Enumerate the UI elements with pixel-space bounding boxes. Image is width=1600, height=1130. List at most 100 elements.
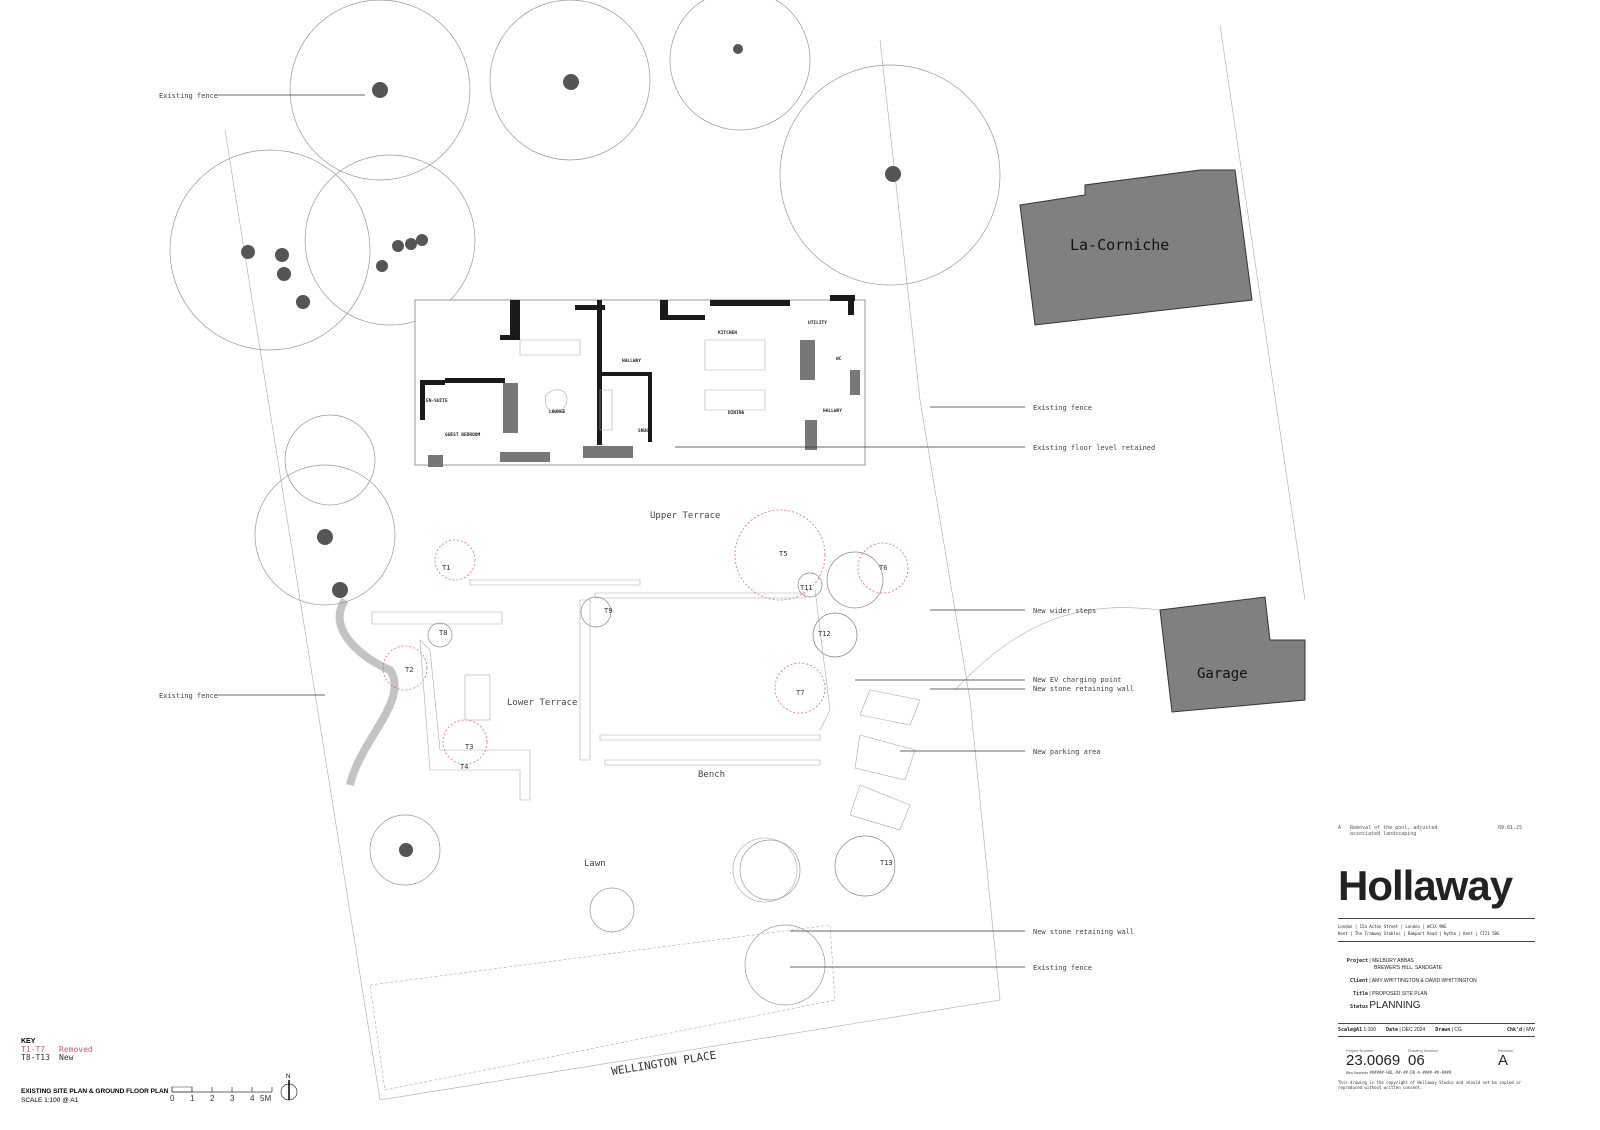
annotation-right: Existing fence xyxy=(1033,964,1092,972)
annotation-left: Existing fence xyxy=(159,92,218,100)
neighbour-label: La-Corniche xyxy=(1070,236,1169,254)
annotation-right: New EV charging point xyxy=(1033,676,1122,684)
title-block-drawn: CG xyxy=(1454,1027,1462,1033)
trees-10: T12 xyxy=(818,630,831,638)
title-block-scale: 1:100 xyxy=(1363,1027,1376,1033)
annotation-right: New stone retaining wall xyxy=(1033,685,1134,693)
company-logo: Hollaway xyxy=(1338,862,1513,909)
key-title: KEY xyxy=(21,1038,36,1045)
annotation-leaders xyxy=(218,94,1025,968)
annotation-left: Existing fence xyxy=(159,692,218,700)
scale-ticks-3: 3 xyxy=(230,1094,235,1103)
key-removed-range: T1-T7 xyxy=(21,1045,45,1054)
copyright-note: This drawing is the copyright of Hollawa… xyxy=(1338,1080,1522,1090)
room-label: KITCHEN xyxy=(718,330,737,336)
title-block-project-number-label: Project Number xyxy=(1346,1048,1374,1053)
room-labels: EN-SUITE GUEST BEDROOM LOUNGE HALLWAY SN… xyxy=(426,320,842,438)
annotations: Existing fence Existing fence Existing f… xyxy=(159,92,1155,972)
room-label: DINING xyxy=(728,410,745,416)
room-label: HALLWAY xyxy=(622,358,641,364)
title-block-revision-label: Revision xyxy=(1498,1048,1514,1053)
annotation-right: New parking area xyxy=(1033,748,1100,756)
status-value: PLANNING xyxy=(1369,1000,1421,1011)
key-new-label: New xyxy=(59,1053,74,1062)
trees-7: T8 xyxy=(439,629,447,637)
title-block-title-label: Title xyxy=(1352,991,1368,997)
trees-0: T1 xyxy=(442,564,450,572)
key: KEY T1-T7 Removed T8-T13 New EXISTING SI… xyxy=(21,1038,169,1104)
trees-4: T5 xyxy=(779,550,787,558)
room-label: SNUG xyxy=(638,428,649,434)
title-block-project-label: Project xyxy=(1346,958,1368,964)
title-block-drawing-number: 06 xyxy=(1408,1052,1425,1069)
annotation-right: Existing floor level retained xyxy=(1033,444,1155,452)
plan-title: EXISTING SITE PLAN & GROUND FLOOR PLAN xyxy=(21,1088,169,1095)
trees-11: T13 xyxy=(880,859,893,867)
title-block-bim-label: Bim Number xyxy=(1346,1070,1369,1075)
title-block-bim: ######-HOL-##-##-DR-A-####-##-#### xyxy=(1369,1070,1452,1075)
title-block-project: MELBURY ABBAS xyxy=(1372,958,1414,964)
annotation-right: New stone retaining wall xyxy=(1033,928,1134,936)
neighbour-building-la-corniche xyxy=(1019,169,1253,326)
road-label: WELLINGTON PLACE xyxy=(610,1049,717,1078)
trees-6: T7 xyxy=(796,689,804,697)
title-block-date: DEC 2024 xyxy=(1402,1027,1426,1033)
trees-8: T9 xyxy=(604,607,612,615)
title-block-drawing-number-label: Drawing Number xyxy=(1408,1048,1439,1053)
room-label: GUEST BEDROOM xyxy=(445,432,481,438)
title-block-drawn-label: Drawn xyxy=(1435,1027,1451,1033)
key-removed-label: Removed xyxy=(59,1045,93,1054)
title-block-title: PROPOSED SITE PLAN xyxy=(1372,991,1428,997)
annotation-right: New wider steps xyxy=(1033,607,1096,615)
title-block-office2: Kent | The Tramway Stables | Rampart Roa… xyxy=(1338,931,1500,936)
drawing-meta-row: Scale@A1 1:100 Date | DEC 2024 Drawn | C… xyxy=(1338,1023,1535,1037)
title-block-client-label: Client xyxy=(1349,978,1368,984)
title-block-checked-label: Chk'd xyxy=(1506,1027,1523,1033)
trees-3: T4 xyxy=(460,763,468,771)
revision-row: A Removal of the pool, adjusted associat… xyxy=(1338,825,1548,837)
title-block-revision: A xyxy=(1498,1052,1509,1069)
revision-text: Removal of the pool, adjusted associated… xyxy=(1350,825,1438,837)
scale-bar: 0 1 2 3 4 5M xyxy=(170,1086,273,1103)
trees-2: T3 xyxy=(465,743,473,751)
title-block-project-number: 23.0069 xyxy=(1346,1052,1401,1069)
lower-terrace-label: Lower Terrace xyxy=(507,698,577,708)
north: N xyxy=(286,1074,290,1080)
upper-terrace-label: Upper Terrace xyxy=(650,511,720,521)
room-label: UTILITY xyxy=(808,320,827,326)
drawing-numbers: Project Number 23.0069 Drawing Number 06… xyxy=(1338,1048,1535,1076)
trees-9: T11 xyxy=(800,584,813,592)
scale-ticks-5: 5M xyxy=(260,1094,271,1103)
site-boundary xyxy=(224,24,1306,1101)
annotation-right: Existing fence xyxy=(1033,404,1092,412)
trees-1: T2 xyxy=(405,666,413,674)
key-new-range: T8-T13 xyxy=(21,1053,50,1062)
title-block-project2: BREWER'S HILL, SANDGATE xyxy=(1374,965,1443,971)
title-block-status-label: Status xyxy=(1349,1004,1368,1010)
garage-label: Garage xyxy=(1197,666,1248,682)
title-block-office1: London | 15a Acton Street | London | WC1… xyxy=(1338,924,1447,929)
title-block-checked: MW xyxy=(1526,1027,1535,1033)
bench-label: Bench xyxy=(698,770,725,780)
scale-ticks-1: 1 xyxy=(190,1094,195,1103)
scale-note: SCALE 1:100 @ A1 xyxy=(21,1097,79,1104)
office-addresses: London | 15a Acton Street | London | WC1… xyxy=(1338,918,1535,942)
room-label: WC xyxy=(836,356,842,362)
title-block-client: AMY WHITTINGTON & DAVID WHITTINGTON xyxy=(1371,978,1477,984)
room-label: HALLWAY xyxy=(823,408,842,414)
scale-ticks-2: 2 xyxy=(210,1094,215,1103)
title-block-scale-label: Scale@A1 xyxy=(1338,1027,1363,1033)
lawn-label: Lawn xyxy=(584,859,606,869)
revision-code: A xyxy=(1338,825,1342,831)
house-floor-plan xyxy=(414,295,866,467)
neighbour-building-garage xyxy=(1159,596,1306,713)
bim-number: Bim Number ######-HOL-##-##-DR-A-####-##… xyxy=(1346,1070,1451,1075)
north-arrow: N xyxy=(280,1074,298,1101)
scale-ticks-0: 0 xyxy=(170,1094,175,1103)
scale-ticks-4: 4 xyxy=(250,1094,255,1103)
trees-5: T6 xyxy=(879,564,887,572)
revision-date: 09.01.25 xyxy=(1498,825,1523,831)
trees-existing xyxy=(169,0,1001,1006)
